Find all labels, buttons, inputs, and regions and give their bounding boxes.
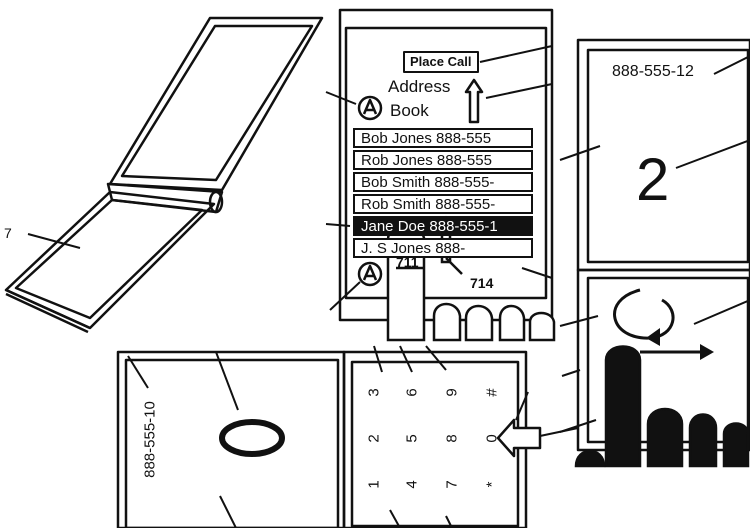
bottom-phone-number: 888-555-10 bbox=[141, 401, 159, 478]
contact-row-1[interactable]: Rob Jones 888-555 bbox=[353, 150, 533, 170]
keypad-key-0[interactable]: 0 bbox=[483, 434, 501, 443]
contact-row-5[interactable]: J. S Jones 888- bbox=[353, 238, 533, 258]
reference-714: 714 bbox=[470, 275, 494, 291]
keypad-key-3[interactable]: 3 bbox=[365, 388, 383, 397]
contact-row-2[interactable]: Bob Smith 888-555- bbox=[353, 172, 533, 192]
keypad-key-5[interactable]: 5 bbox=[403, 434, 421, 443]
keypad-key-hash[interactable]: # bbox=[483, 388, 501, 397]
address-book-title-line2: Book bbox=[390, 101, 429, 120]
zero-glyph bbox=[219, 419, 285, 457]
keypad-key-1[interactable]: 1 bbox=[365, 480, 383, 489]
keypad-key-9[interactable]: 9 bbox=[443, 388, 461, 397]
bottom-phone-drawing bbox=[116, 345, 579, 528]
keypad-key-4[interactable]: 4 bbox=[403, 480, 421, 489]
right-phone-digit: 2 bbox=[636, 146, 670, 213]
keypad-key-2[interactable]: 2 bbox=[365, 434, 383, 443]
right-phone-drawing bbox=[559, 38, 750, 452]
keypad-key-8[interactable]: 8 bbox=[443, 434, 461, 443]
contact-row-0[interactable]: Bob Jones 888-555 bbox=[353, 128, 533, 148]
keypad-key-star[interactable]: * bbox=[483, 481, 501, 488]
contact-row-3[interactable]: Rob Smith 888-555- bbox=[353, 194, 533, 214]
address-book-phone-drawing bbox=[325, 8, 554, 322]
keypad-key-6[interactable]: 6 bbox=[403, 388, 421, 397]
address-book-title-line1: Address bbox=[388, 77, 451, 96]
reference-label-left: 7 bbox=[4, 225, 12, 241]
contact-row-selected[interactable]: Jane Doe 888-555-1 bbox=[353, 216, 533, 236]
flip-phone-drawing bbox=[4, 16, 324, 334]
reference-711: 711 bbox=[396, 254, 419, 270]
keypad-key-7[interactable]: 7 bbox=[443, 480, 461, 489]
place-call-button[interactable]: Place Call bbox=[410, 54, 472, 69]
right-phone-number: 888-555-12 bbox=[612, 63, 694, 80]
